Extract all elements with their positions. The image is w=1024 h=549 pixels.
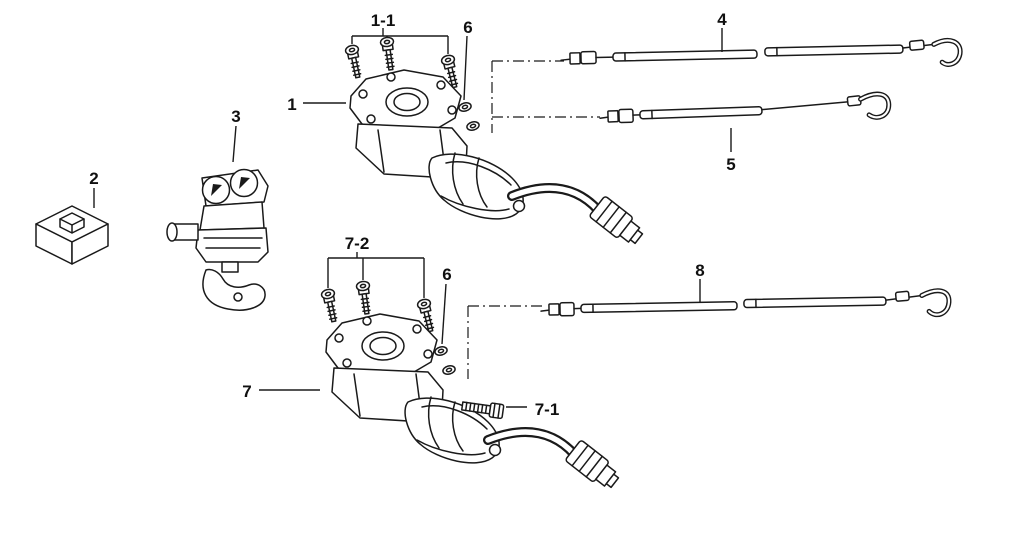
actuator-assembly-lower	[321, 281, 623, 493]
parts-box	[35, 205, 109, 265]
throttle-cable-5	[599, 91, 892, 124]
callout-label-6-lower: 6	[442, 265, 451, 284]
setting-screw	[460, 401, 505, 420]
throttle-cable-8	[540, 288, 952, 318]
callout-label-2: 2	[89, 169, 98, 188]
callout-label-3: 3	[231, 107, 240, 126]
callout-label-7: 7	[242, 382, 251, 401]
callout-label-7-2: 7-2	[345, 234, 370, 253]
throttle-cable-4	[560, 38, 963, 67]
actuator-assembly-upper	[345, 37, 647, 249]
callout-label-1-1: 1-1	[371, 11, 396, 30]
callout-label-6-upper: 6	[463, 18, 472, 37]
reference-leader-lines	[467, 60, 600, 379]
callout-label-1: 1	[287, 95, 296, 114]
callout-lines	[93, 28, 732, 408]
callout-label-5: 5	[726, 155, 735, 174]
callout-label-4: 4	[717, 10, 727, 29]
valve-unit	[166, 168, 269, 311]
callout-label-7-1: 7-1	[535, 400, 560, 419]
callout-label-8: 8	[695, 261, 704, 280]
